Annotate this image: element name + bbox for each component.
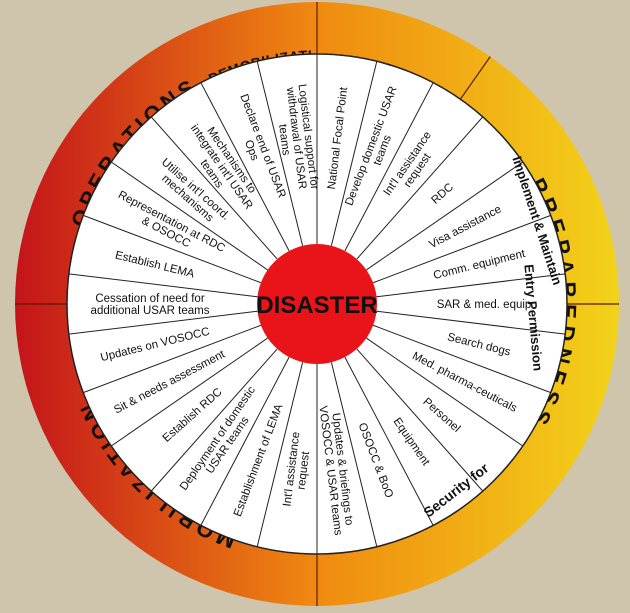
segment-spoke <box>200 356 290 526</box>
segment-spoke <box>330 362 378 547</box>
segment-spoke <box>83 324 262 394</box>
segment-spoke <box>330 61 378 246</box>
segment-spoke <box>344 356 434 526</box>
segment-spoke <box>150 116 278 260</box>
segment-spoke <box>372 324 551 394</box>
center-label: DISASTER <box>256 292 377 319</box>
segment-spoke <box>372 214 551 284</box>
segment-spoke <box>366 161 524 271</box>
segment-spoke <box>256 61 304 246</box>
segment-spoke <box>256 362 304 547</box>
segment-spoke <box>376 273 566 298</box>
segment-spoke <box>110 161 268 271</box>
segment-spoke <box>366 337 524 447</box>
segment-spoke <box>356 348 484 492</box>
segment-spoke <box>110 337 268 447</box>
segment-spoke <box>356 116 484 260</box>
segment-spoke <box>68 310 258 335</box>
segment-spoke <box>68 273 258 298</box>
segment-label: SAR & med. equip <box>437 299 532 311</box>
segment-spoke <box>150 348 278 492</box>
segment-spoke <box>344 82 434 252</box>
segment-spoke <box>83 214 262 284</box>
center-disaster-circle <box>257 244 377 364</box>
segment-spoke <box>376 310 566 335</box>
segment-spoke <box>200 82 290 252</box>
phase-divider <box>459 56 491 100</box>
